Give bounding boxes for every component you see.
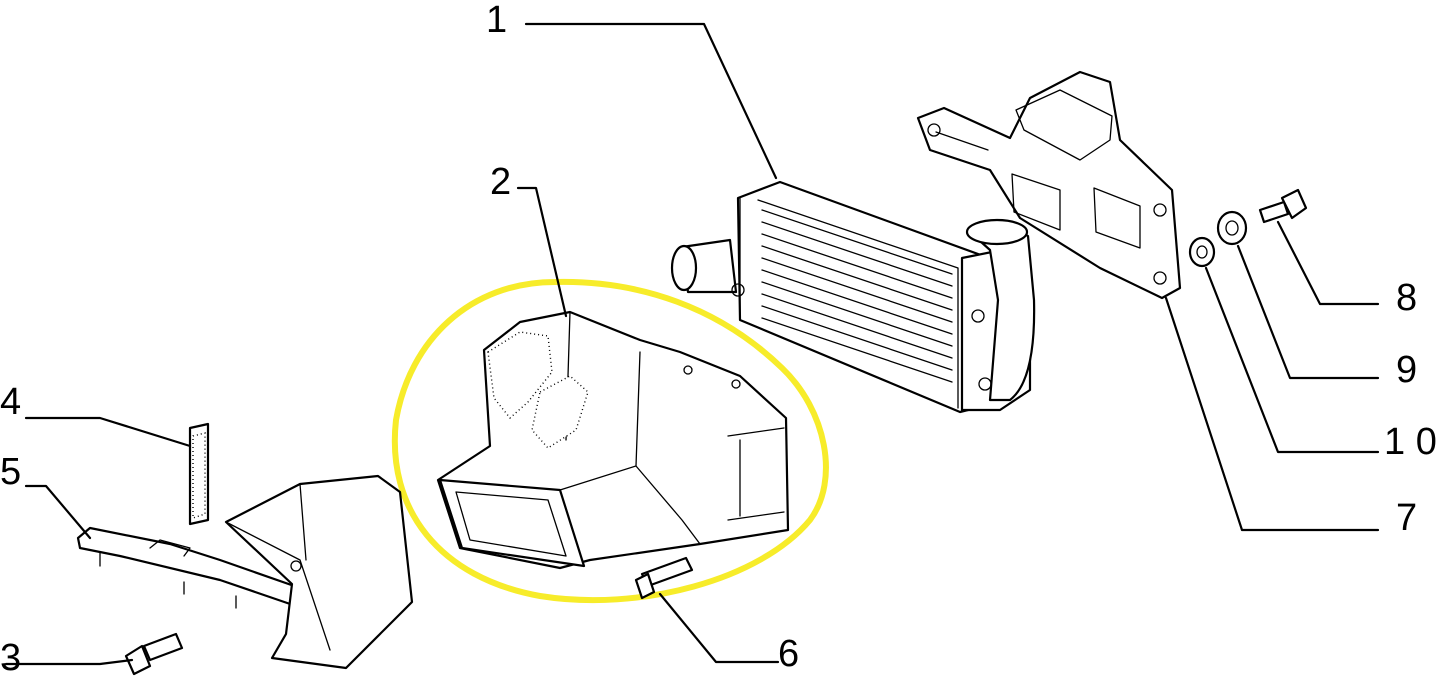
seal-strip-part [188,422,210,526]
callout-4: 4 [0,381,21,423]
callout-1: 1 [486,0,507,41]
bolt-part-3 [124,632,184,676]
nut-part-10 [1188,236,1216,268]
washer-part-9 [1216,210,1248,246]
lower-duct-part [224,474,414,670]
screw-part-6 [634,556,694,600]
highlight-ring [391,278,829,604]
callout-3: 3 [0,637,21,679]
callout-5: 5 [0,451,21,493]
callout-7: 7 [1396,497,1417,539]
air-duct-part [436,310,790,570]
callout-9: 9 [1396,349,1417,391]
intercooler-part [670,180,1036,414]
callout-6: 6 [778,633,799,675]
leader-lines [4,22,1380,666]
callout-10: 1 0 [1384,421,1437,463]
mounting-bracket-part [916,70,1182,300]
bolt-part-8 [1258,188,1308,224]
callout-8: 8 [1396,277,1417,319]
callout-2: 2 [490,161,511,203]
